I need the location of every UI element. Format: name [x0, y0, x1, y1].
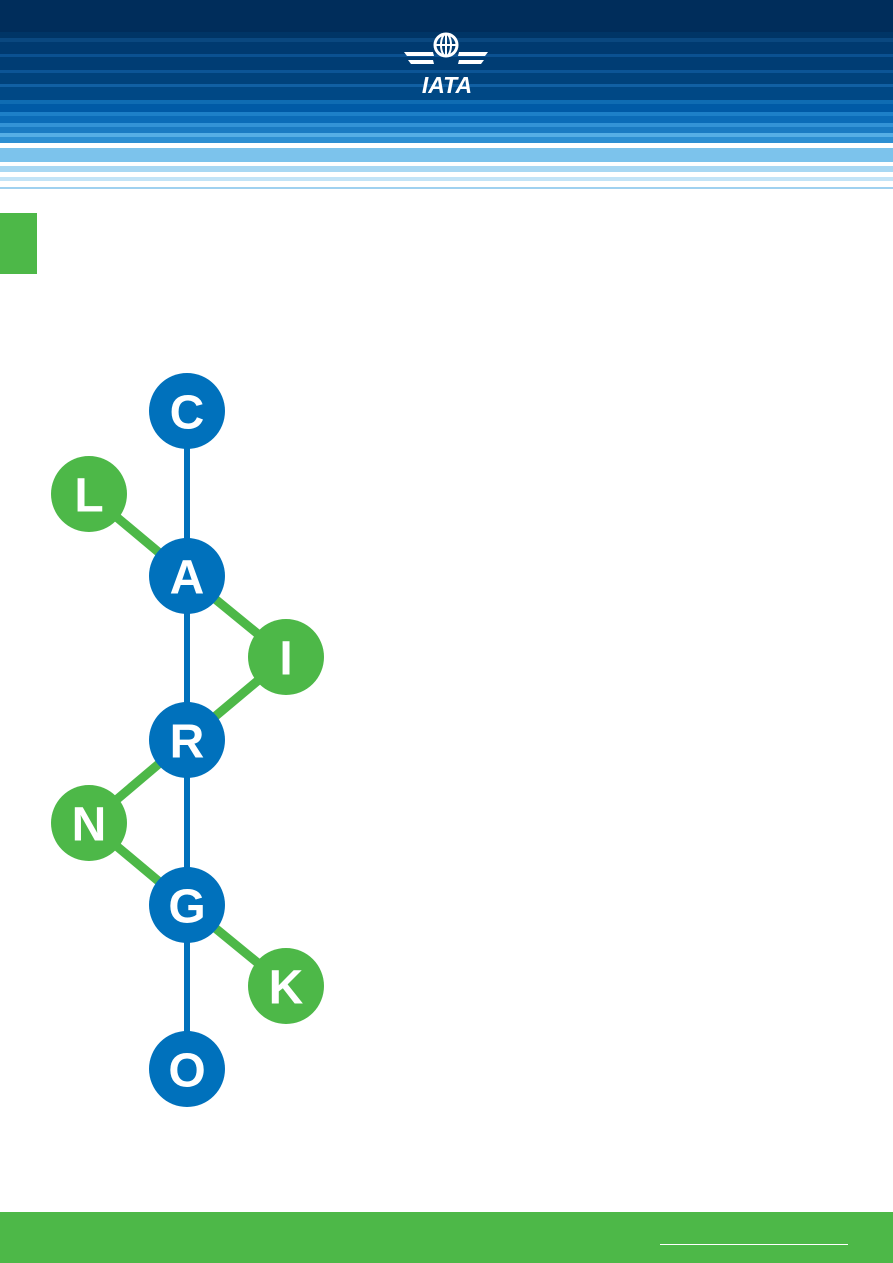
node-letter: C: [170, 387, 205, 440]
node-circle: [51, 785, 127, 861]
node-n: N: [51, 785, 127, 861]
diagram-nodes: C L A I R N G K O: [51, 373, 324, 1107]
node-letter: G: [168, 881, 205, 934]
footer-bar: [0, 1212, 893, 1263]
wings-icon: [404, 52, 488, 64]
node-r: R: [149, 702, 225, 778]
node-g: G: [149, 867, 225, 943]
node-circle: [149, 1031, 225, 1107]
node-circle: [149, 702, 225, 778]
node-a: A: [149, 538, 225, 614]
node-c: C: [149, 373, 225, 449]
node-letter: K: [269, 962, 304, 1015]
node-i: I: [248, 619, 324, 695]
node-circle: [149, 538, 225, 614]
node-circle: [149, 373, 225, 449]
globe-icon: [433, 32, 459, 58]
node-circle: [51, 456, 127, 532]
node-letter: A: [170, 552, 205, 605]
node-letter: R: [170, 716, 205, 769]
footer-rule: [660, 1244, 848, 1245]
section-marker: [0, 213, 37, 274]
node-letter: L: [74, 470, 103, 523]
logo-text: IATA: [422, 72, 472, 98]
node-circle: [248, 619, 324, 695]
node-letter: N: [72, 799, 107, 852]
node-letter: O: [168, 1045, 205, 1098]
node-circle: [149, 867, 225, 943]
node-letter: I: [279, 633, 292, 686]
node-k: K: [248, 948, 324, 1024]
node-o: O: [149, 1031, 225, 1107]
header-banner: IATA: [0, 0, 893, 189]
node-l: L: [51, 456, 127, 532]
node-circle: [248, 948, 324, 1024]
iata-logo: IATA: [404, 32, 488, 98]
